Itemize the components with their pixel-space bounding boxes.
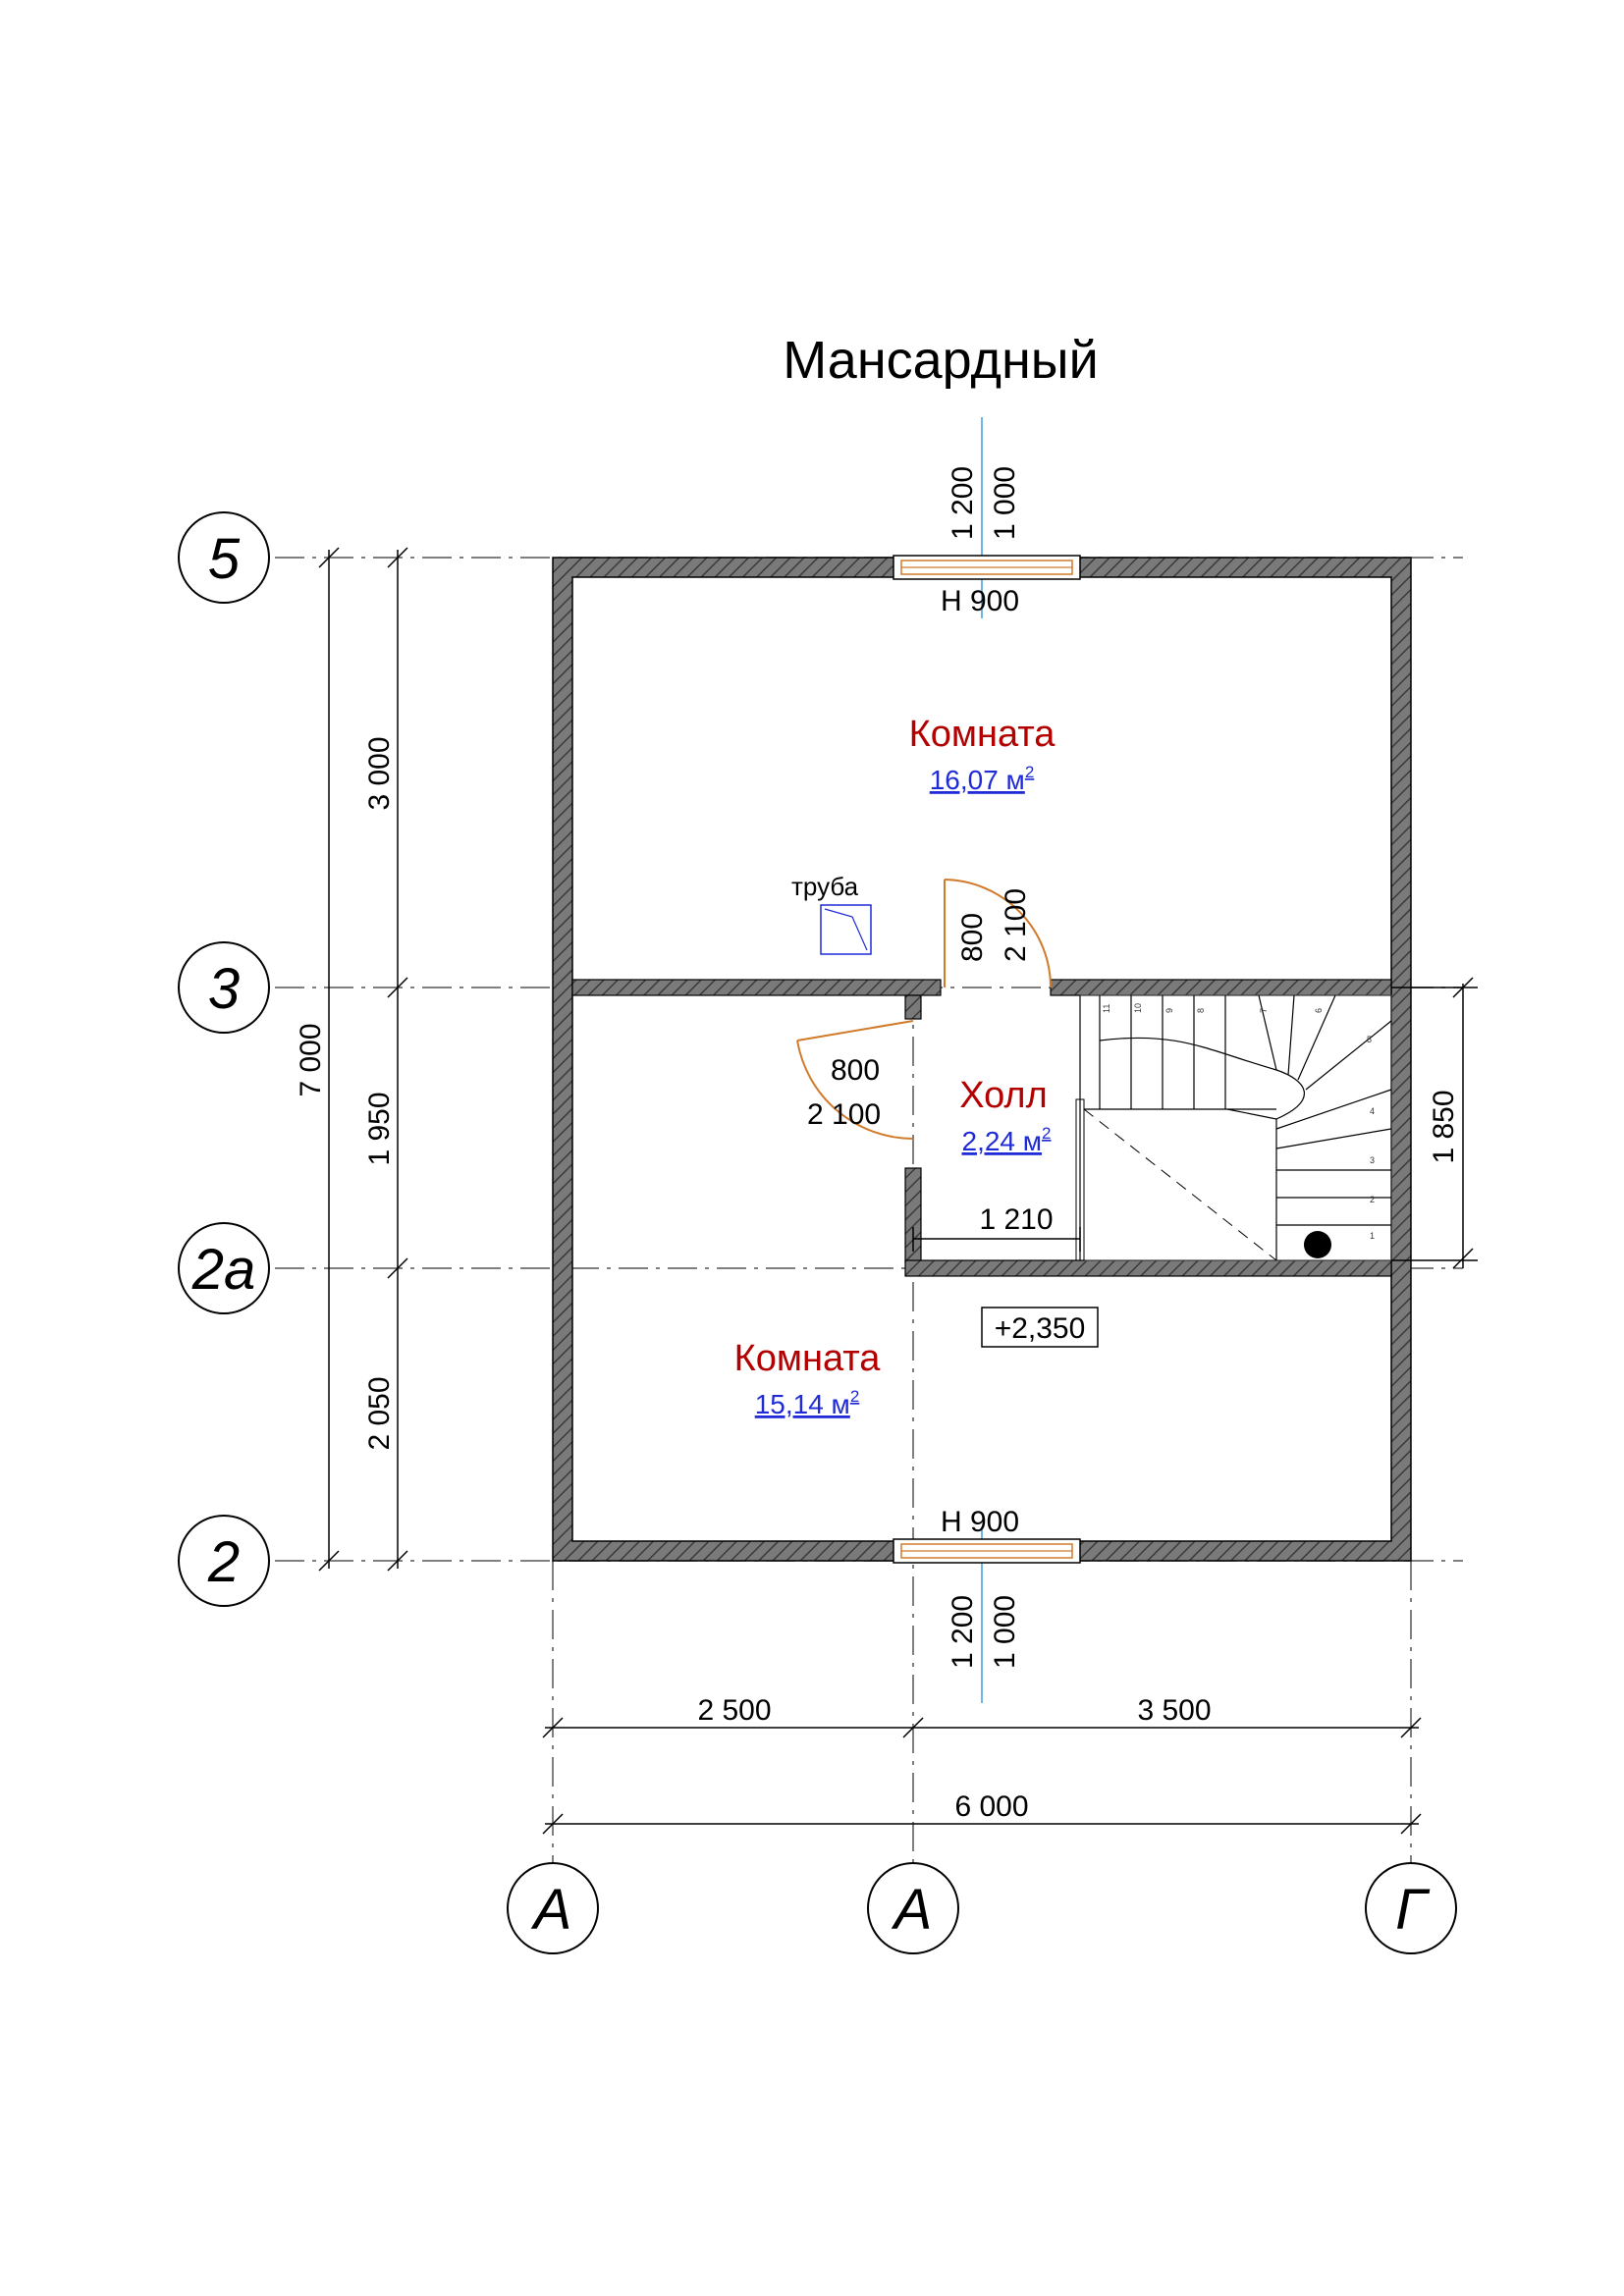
- room-name-upper: Комната: [909, 714, 1056, 755]
- left-dimension-1950: 1 950: [363, 1092, 396, 1165]
- axis-bubble-5: [178, 511, 270, 604]
- window-bottom-width: 1 200: [947, 1595, 979, 1669]
- stair-step-11: 11: [1102, 1004, 1111, 1013]
- bottom-dimension-lines: [542, 1717, 1422, 1835]
- level-mark: +2,350: [995, 1312, 1086, 1345]
- left-dimension-2050: 2 050: [363, 1376, 396, 1450]
- room-area-hall: 2,24 м2: [962, 1124, 1052, 1156]
- plan-title: Мансардный: [783, 331, 1099, 390]
- axis-label-2a: 2а: [191, 1238, 256, 1302]
- stair-step-4: 4: [1370, 1106, 1375, 1116]
- staircase: [1075, 994, 1392, 1261]
- window-bottom: [893, 1538, 1081, 1564]
- room-area-upper: 16,07 м2: [930, 763, 1035, 795]
- stair-step-7: 7: [1259, 1008, 1269, 1013]
- pipe-symbol: [820, 904, 872, 955]
- door-left-height: 2 100: [807, 1098, 881, 1131]
- pipe-label: труба: [791, 872, 859, 901]
- axis-label-5: 5: [208, 527, 241, 591]
- stair-step-8: 8: [1196, 1008, 1206, 1013]
- axis-label-3: 3: [208, 957, 240, 1021]
- door-top-height: 2 100: [1000, 888, 1032, 962]
- left-outer-dimension: 7 000: [295, 1023, 327, 1096]
- bottom-dimension-2500: 2 500: [697, 1694, 771, 1727]
- axis-bubble-g: [1365, 1862, 1457, 1954]
- stair-step-10: 10: [1133, 1003, 1143, 1013]
- stair-step-6: 6: [1314, 1008, 1324, 1013]
- window-top-width: 1 200: [947, 466, 979, 540]
- hall-width-dimension: [912, 1227, 1081, 1252]
- axis-bubbles-columns: А А Г: [507, 1862, 1457, 1954]
- axis-label-a2: А: [892, 1878, 933, 1942]
- axis-bubble-2a: [178, 1222, 270, 1314]
- axis-bubble-2: [178, 1515, 270, 1607]
- right-dimension-lines: [1391, 977, 1478, 1269]
- axis-label-2: 2: [207, 1530, 240, 1594]
- room-name-hall: Холл: [959, 1075, 1048, 1116]
- axis-bubbles-rows: 5 3 2а 2: [178, 511, 270, 1607]
- stair-step-3: 3: [1370, 1155, 1375, 1165]
- partition-hall-bottom: [904, 1259, 1392, 1277]
- right-stair-dimension: 1 850: [1428, 1090, 1460, 1163]
- hall-wall-stub: [904, 994, 922, 1020]
- axis-bubble-a2: [867, 1862, 959, 1954]
- door-left: [796, 1020, 914, 1140]
- door-top-width: 800: [956, 913, 989, 962]
- left-dimension-3000: 3 000: [363, 736, 396, 810]
- stair-step-1: 1: [1370, 1231, 1375, 1241]
- window-top-height: 1 000: [989, 466, 1021, 540]
- stair-step-2: 2: [1370, 1195, 1375, 1204]
- axis-lines-vertical: [552, 417, 1412, 1865]
- level-mark-box: [981, 1307, 1099, 1348]
- axis-bubble-3: [178, 941, 270, 1034]
- axis-bubble-a1: [507, 1862, 599, 1954]
- window-bottom-sill: Н 900: [941, 1506, 1019, 1538]
- stair-step-9: 9: [1164, 1008, 1174, 1013]
- window-top: [893, 555, 1081, 580]
- window-top-sill: Н 900: [941, 585, 1019, 617]
- bottom-dimension-total: 6 000: [954, 1790, 1028, 1823]
- door-left-width: 800: [831, 1054, 880, 1087]
- stair-step-5: 5: [1367, 1035, 1372, 1044]
- bottom-dimension-3500: 3 500: [1137, 1694, 1211, 1727]
- stair-step-numbers: 11 10 9 8 7 6 5 4 3 2 1: [1102, 1003, 1375, 1241]
- room-area-lower: 15,14 м2: [755, 1387, 860, 1419]
- hall-width-label: 1 210: [979, 1203, 1053, 1236]
- room-name-lower: Комната: [734, 1338, 882, 1379]
- left-dimension-lines: [318, 547, 408, 1572]
- axis-label-g: Г: [1395, 1878, 1431, 1942]
- walls: [552, 557, 1412, 1562]
- stair-post-marker: [1304, 1231, 1331, 1258]
- exterior-walls: [552, 557, 1412, 1562]
- axis-label-a1: А: [531, 1878, 572, 1942]
- partition-top-left: [571, 979, 942, 996]
- partition-top-right: [1050, 979, 1392, 996]
- window-bottom-height: 1 000: [989, 1595, 1021, 1669]
- door-top: [944, 879, 1052, 988]
